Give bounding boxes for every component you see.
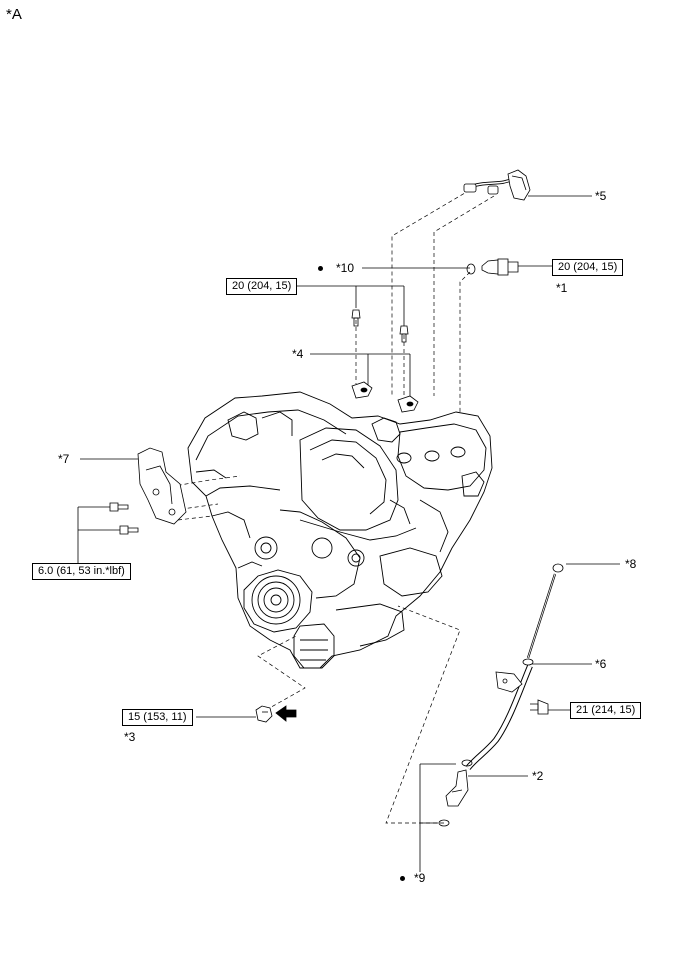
torque-drain: 15 (153, 11) xyxy=(122,709,193,726)
bracket-bolts xyxy=(109,502,139,535)
gasket-ring xyxy=(466,263,476,275)
guide-lines xyxy=(149,189,495,824)
torque-knock-bolts: 20 (204, 15) xyxy=(226,278,298,295)
bullet-dot xyxy=(318,266,323,271)
o-ring-lower xyxy=(438,819,450,827)
bullet-dot xyxy=(400,876,405,881)
callout-8: *8 xyxy=(625,557,637,571)
guide-bolt xyxy=(530,699,549,715)
callout-9: *9 xyxy=(414,871,426,885)
callout-5: *5 xyxy=(595,189,607,203)
callout-4: *4 xyxy=(292,347,304,361)
mounting-bracket xyxy=(137,447,187,525)
callout-6: *6 xyxy=(595,657,607,671)
callout-2: *2 xyxy=(532,769,544,783)
callout-1: *1 xyxy=(556,281,568,295)
callout-3: *3 xyxy=(124,730,136,744)
torque-sensor: 20 (204, 15) xyxy=(552,259,624,276)
leader-lines xyxy=(77,195,620,872)
knock-sensors xyxy=(351,381,419,413)
torque-bracket-bolts: 6.0 (61, 53 in.*lbf) xyxy=(32,563,131,580)
callout-7: *7 xyxy=(58,452,70,466)
torque-guide-bolt: 21 (214, 15) xyxy=(570,702,642,719)
knock-sensor-bolts xyxy=(351,309,409,343)
arrow-icon xyxy=(275,705,297,722)
wire-harness xyxy=(463,169,531,201)
drain-plug xyxy=(255,705,273,723)
view-label: *A xyxy=(6,6,22,23)
o-ring-upper xyxy=(461,759,473,767)
engine-block xyxy=(187,391,493,669)
callout-10: *10 xyxy=(336,261,355,275)
temperature-sensor xyxy=(481,258,519,276)
guide-tube xyxy=(445,769,469,807)
dipstick xyxy=(526,563,564,659)
dipstick-guide xyxy=(465,658,534,770)
